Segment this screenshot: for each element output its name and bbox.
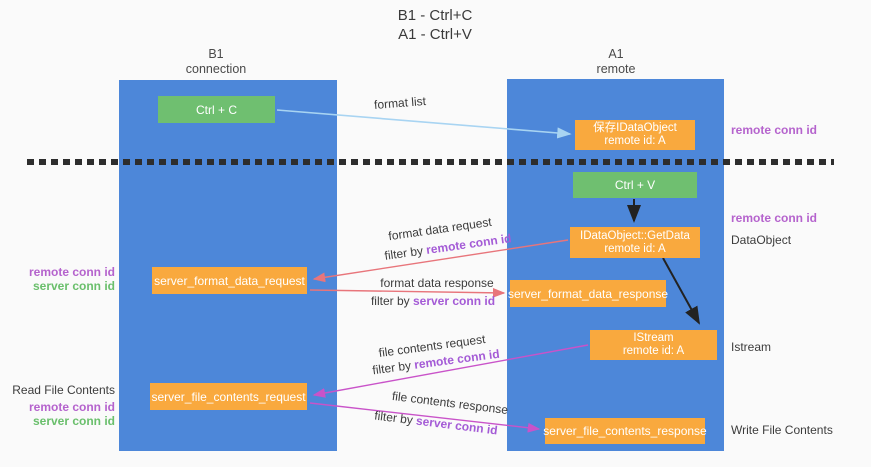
getdata-line1: IDataObject::GetData xyxy=(580,229,690,242)
lane-a1-subtitle: remote xyxy=(596,62,636,76)
left-remote-conn-id-2: remote conn id xyxy=(28,400,115,414)
idataobject-getdata-box: IDataObject::GetData remote id: A xyxy=(570,227,700,258)
getdata-line2: remote id: A xyxy=(604,242,666,255)
server-file-contents-response-label: server_file_contents_response xyxy=(543,424,707,438)
server-file-contents-request-box: server_file_contents_request xyxy=(150,383,307,410)
page-title: B1 - Ctrl+C A1 - Ctrl+V xyxy=(398,6,473,44)
ctrl-c-box: Ctrl + C xyxy=(158,96,275,123)
format-data-response-label: format data response xyxy=(380,276,494,290)
left-read-file-contents-label: Read File Contents xyxy=(12,383,115,397)
save-idataobject-line2: remote id: A xyxy=(604,135,666,147)
right-write-file-contents-label: Write File Contents xyxy=(731,423,833,437)
server-format-data-response-box: server_format_data_response xyxy=(507,280,669,307)
ctrl-c-label: Ctrl + C xyxy=(195,102,237,117)
ctrl-v-label: Ctrl + V xyxy=(614,178,656,192)
istream-box: IStream remote id: A xyxy=(590,330,717,360)
filter-by-text: filter by xyxy=(383,243,428,263)
left-server-conn-id-1: server conn id xyxy=(32,279,115,293)
istream-line1: IStream xyxy=(633,332,674,344)
lane-header-a1: A1 remote xyxy=(597,47,636,77)
save-idataobject-box: 保存IDataObject remote id: A xyxy=(575,120,695,150)
title-line-b1: B1 - Ctrl+C xyxy=(397,7,473,24)
istream-line2: remote id: A xyxy=(622,345,685,357)
format-data-response-arrow xyxy=(309,287,506,298)
filter-by-server-conn-id-label-1: filter by server conn id xyxy=(371,294,495,308)
ctrl-v-box: Ctrl + V xyxy=(573,172,697,198)
filter-by-text: filter by xyxy=(370,294,413,308)
server-format-data-request-box: server_format_data_request xyxy=(152,267,307,294)
title-line-a1: A1 - Ctrl+V xyxy=(398,26,472,43)
save-idataobject-line1: 保存IDataObject xyxy=(593,122,677,134)
lane-b1-subtitle: connection xyxy=(185,62,247,76)
right-istream-label: Istream xyxy=(731,340,772,354)
lane-b1-title: B1 xyxy=(208,47,224,61)
server-format-data-request-label: server_format_data_request xyxy=(154,273,305,288)
server-file-contents-request-label: server_file_contents_request xyxy=(151,389,306,404)
filter-by-text: filter by xyxy=(373,408,417,428)
lane-a1-title: A1 xyxy=(608,47,624,61)
right-remote-conn-id-2: remote conn id xyxy=(731,211,818,225)
lane-header-b1: B1 connection xyxy=(186,47,246,77)
filter-server-conn-id: server conn id xyxy=(415,413,499,438)
right-dataobject-label: DataObject xyxy=(731,233,792,247)
format-list-label: format list xyxy=(373,93,427,113)
right-remote-conn-id-1: remote conn id xyxy=(731,123,818,137)
left-remote-conn-id-1: remote conn id xyxy=(28,265,115,279)
filter-server-conn-id: server conn id xyxy=(412,294,496,308)
left-server-conn-id-2: server conn id xyxy=(32,414,115,428)
filter-by-text: filter by xyxy=(371,357,416,378)
server-format-data-response-label: server_format_data_response xyxy=(507,286,669,301)
server-file-contents-response-box: server_file_contents_response xyxy=(543,418,707,444)
